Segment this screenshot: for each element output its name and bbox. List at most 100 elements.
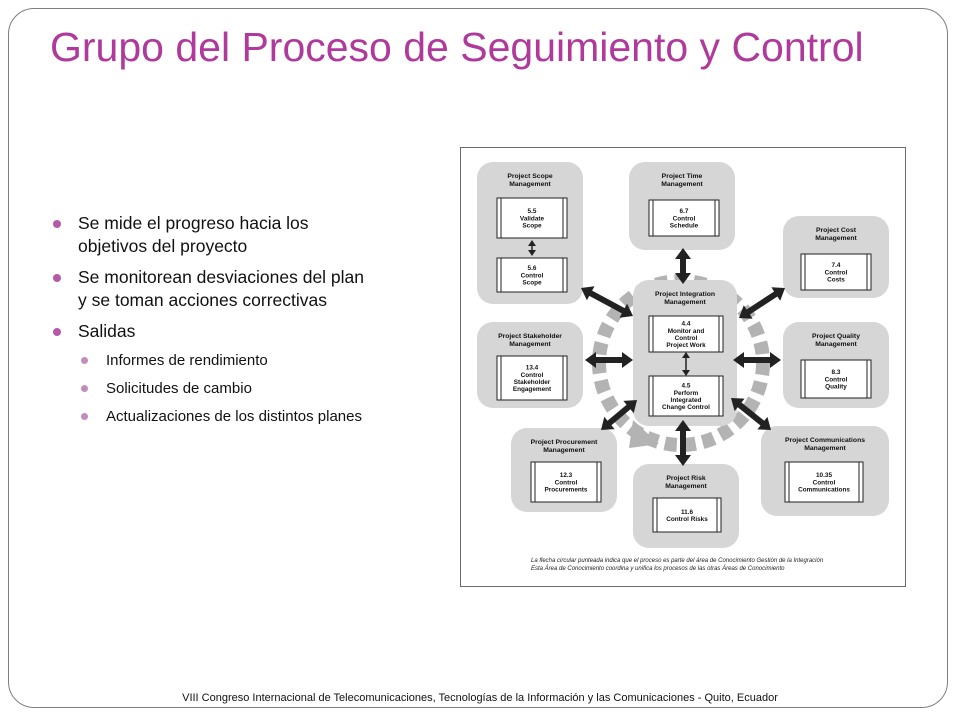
- double-arrow: [601, 400, 637, 430]
- process-label: 13.4: [526, 365, 539, 372]
- process-label: Project Work: [666, 342, 706, 349]
- process-label: Procurements: [545, 487, 588, 494]
- area-title: Management: [665, 483, 707, 490]
- process-label: Control: [521, 272, 544, 279]
- process-label: Perform: [674, 390, 699, 397]
- double-arrow: [731, 398, 771, 430]
- process-label: 6.7: [680, 208, 689, 215]
- area-title: Management: [661, 181, 703, 188]
- process-label: Control: [825, 376, 848, 383]
- process-box: [800, 359, 872, 399]
- process-label: Communications: [798, 487, 850, 494]
- double-arrow-shape: [733, 352, 781, 368]
- area-title: Project Risk: [666, 475, 706, 482]
- process-label: Costs: [827, 277, 845, 284]
- process-box: [652, 497, 722, 533]
- double-arrow-shape: [585, 352, 633, 368]
- area-title: Project Communications: [785, 437, 865, 444]
- knowledge-area-scope: Project ScopeManagement5.5ValidateScope5…: [477, 162, 583, 304]
- area-title: Project Quality: [812, 333, 860, 340]
- double-arrow-shape: [675, 420, 691, 466]
- area-title: Management: [543, 447, 585, 454]
- area-title: Project Time: [662, 173, 703, 180]
- process-box: [648, 199, 720, 237]
- double-arrow-shape: [601, 400, 637, 430]
- process-label: 11.6: [681, 509, 694, 516]
- inner-arrowhead: [682, 352, 690, 358]
- sub-bullet-item: Solicitudes de cambio: [50, 379, 370, 398]
- inner-arrowhead: [528, 250, 536, 256]
- area-title: Project Stakeholder: [498, 333, 562, 340]
- process-label: Control: [521, 372, 544, 379]
- process-box: [784, 461, 864, 503]
- double-arrow-shape: [581, 286, 633, 318]
- area-title: Project Scope: [507, 173, 553, 180]
- process-label: 4.5: [682, 383, 691, 390]
- double-arrow: [739, 287, 785, 319]
- process-label: Control Risks: [666, 516, 708, 523]
- process-label: 10.35: [816, 472, 832, 479]
- process-label: Change Control: [662, 404, 710, 411]
- double-arrow-shape: [675, 248, 691, 284]
- double-arrow: [675, 420, 691, 466]
- inner-arrowhead: [528, 240, 536, 246]
- process-label: 5.6: [528, 265, 537, 272]
- double-arrow: [581, 286, 633, 318]
- area-title: Management: [664, 299, 706, 306]
- area-title: Project Procurement: [531, 439, 599, 446]
- double-arrow: [675, 248, 691, 284]
- sub-bullet-item: Actualizaciones de los distintos planes: [50, 407, 370, 426]
- process-label: Engagement: [513, 386, 552, 393]
- process-label: Control: [813, 479, 836, 486]
- sub-bullet-item: Informes de rendimiento: [50, 351, 370, 370]
- diagram-canvas: Project IntegrationManagement4.4Monitor …: [477, 162, 889, 548]
- bullet-item: Se mide el progreso hacia los objetivos …: [50, 212, 370, 258]
- bullet-list: Se mide el progreso hacia los objetivos …: [50, 212, 370, 435]
- slide-footer: VIII Congreso Internacional de Telecomun…: [182, 692, 778, 704]
- process-label: Control: [675, 335, 698, 342]
- area-title: Management: [509, 181, 551, 188]
- process-box: [800, 253, 872, 291]
- area-title: Management: [815, 341, 857, 348]
- process-label: Stakeholder: [514, 379, 551, 386]
- process-label: Integrated: [671, 397, 702, 404]
- process-box: [496, 197, 568, 239]
- area-title: Management: [815, 235, 857, 242]
- process-label: Quality: [825, 384, 847, 391]
- process-label: Schedule: [670, 223, 699, 230]
- process-box: [496, 257, 568, 293]
- double-arrow-shape: [739, 287, 785, 319]
- process-label: Control: [673, 215, 696, 222]
- process-label: 8.3: [832, 369, 841, 376]
- process-label: Monitor and: [668, 328, 705, 335]
- bullet-item: Salidas: [50, 320, 370, 343]
- process-box: [648, 375, 724, 417]
- double-arrow-shape: [731, 398, 771, 430]
- process-label: 12.3: [560, 472, 573, 479]
- process-label: 7.4: [832, 262, 841, 269]
- integration-area: Project IntegrationManagement4.4Monitor …: [633, 280, 737, 426]
- double-arrow: [733, 352, 781, 368]
- bullet-item: Se monitorean desviaciones del plan y se…: [50, 266, 370, 312]
- process-label: 5.5: [528, 208, 537, 215]
- footnote-line: La flecha circular punteada indica que e…: [531, 558, 824, 564]
- process-box: [530, 461, 602, 503]
- process-label: Control: [825, 269, 848, 276]
- footnote-line: Esta Área de Conocimiento coordina y uni…: [531, 565, 785, 572]
- process-label: Control: [555, 479, 578, 486]
- area-title: Management: [509, 341, 551, 348]
- double-arrow: [585, 352, 633, 368]
- ring-arrowhead: [629, 420, 659, 448]
- process-label: 4.4: [682, 321, 691, 328]
- area-title: Management: [804, 445, 846, 452]
- area-title: Project Cost: [816, 227, 857, 234]
- inner-arrowhead: [682, 370, 690, 376]
